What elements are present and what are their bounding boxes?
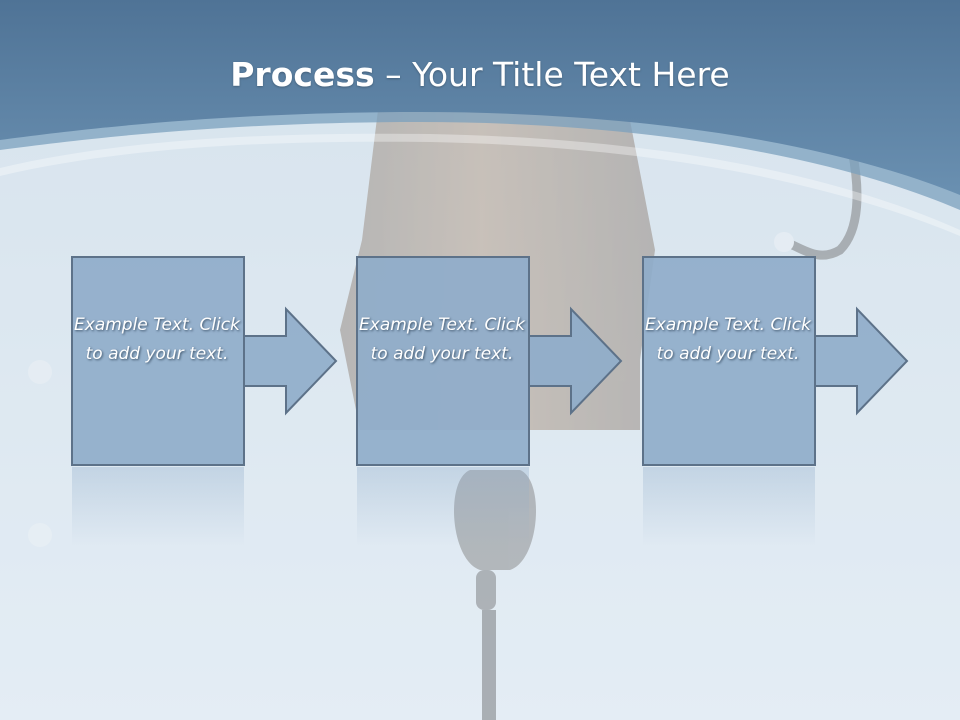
header-background bbox=[0, 0, 960, 195]
process-step-2[interactable] bbox=[356, 256, 623, 547]
process-step-3[interactable] bbox=[642, 256, 909, 547]
title-rest: – Your Title Text Here bbox=[374, 55, 730, 94]
step-text-2[interactable]: Example Text. Click to add your text. bbox=[359, 315, 525, 364]
slide-title[interactable]: Process – Your Title Text Here bbox=[0, 52, 960, 98]
title-strong: Process bbox=[230, 55, 375, 94]
process-step-1[interactable] bbox=[71, 256, 338, 547]
step-text-1[interactable]: Example Text. Click to add your text. bbox=[74, 315, 240, 364]
step-text-3[interactable]: Example Text. Click to add your text. bbox=[645, 315, 811, 364]
